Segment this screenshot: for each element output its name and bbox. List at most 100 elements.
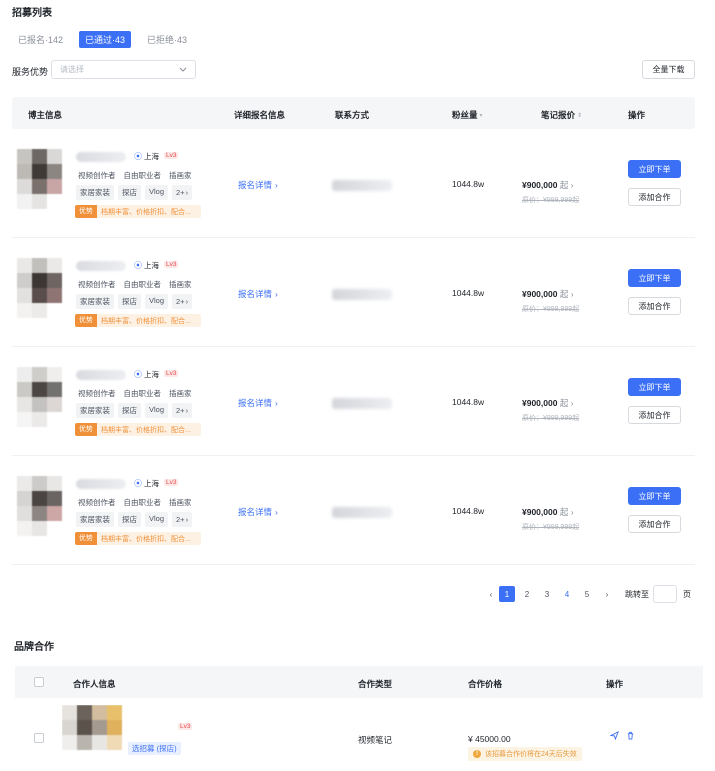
order-now-button[interactable]: 立即下单 [628, 487, 681, 505]
blogger-roles: 视频创作者 自由职业者 插画家 [78, 388, 192, 399]
brand-header-partner: 合作人信息 [73, 679, 116, 689]
brand-table-header [15, 666, 703, 698]
quote-price[interactable]: ¥900,000 起 › [522, 397, 574, 409]
sort-desc-icon: ▾ [479, 112, 483, 119]
quote-price-value: ¥900,000 [522, 289, 558, 299]
category-chip: Vlog [145, 403, 169, 418]
fans-count: 1044.8w [452, 397, 485, 407]
row-checkbox[interactable] [34, 733, 44, 743]
select-placeholder: 请选择 [60, 65, 84, 74]
row-divider [12, 237, 695, 238]
trash-icon[interactable] [626, 731, 635, 742]
blogger-avatar [17, 476, 62, 536]
chevron-right-icon: › [275, 289, 278, 299]
sort-icon: ⇕ [577, 112, 583, 119]
signup-detail-link[interactable]: 报名详情 › [238, 397, 278, 409]
more-chips-count: 2+ [176, 188, 185, 197]
contact-blurred [332, 289, 392, 300]
page-3[interactable]: 3 [544, 589, 550, 599]
blogger-avatar [17, 149, 62, 209]
order-now-button[interactable]: 立即下单 [628, 269, 681, 287]
quote-price-value: ¥900,000 [522, 180, 558, 190]
service-advantage-select[interactable]: 请选择 [51, 60, 196, 79]
chevron-right-icon: › [570, 507, 574, 517]
more-chips[interactable]: 2+ › [172, 294, 193, 309]
header-blogger: 博主信息 [28, 110, 63, 120]
row-divider [12, 564, 695, 565]
blogger-location: ⦿ 上海 [134, 369, 159, 380]
page-4[interactable]: 4 [564, 589, 570, 599]
category-chip: 探店 [118, 403, 141, 418]
jump-page-input[interactable] [653, 585, 677, 603]
add-cooperation-button[interactable]: 添加合作 [628, 297, 681, 315]
advantage-badge: 优势 [75, 532, 97, 545]
signup-detail-link[interactable]: 报名详情 › [238, 288, 278, 300]
advantage-text: 档期丰富、价格折扣、配合... [101, 426, 191, 434]
page-1[interactable]: 1 [499, 586, 515, 602]
prev-page-icon[interactable]: ‹ [489, 589, 493, 599]
download-all-button[interactable]: 全量下载 [642, 60, 695, 79]
partner-source-tag: 选招募 (探店) [128, 742, 181, 755]
chevron-right-icon: › [185, 515, 189, 524]
category-chip: 家居家装 [76, 185, 114, 200]
category-chips: 家居家装 探店 Vlog 2+ › [76, 185, 193, 200]
category-chips: 家居家装 探店 Vlog 2+ › [76, 294, 193, 309]
quote-price-value: ¥900,000 [522, 398, 558, 408]
send-icon[interactable] [609, 730, 619, 742]
signup-detail-link[interactable]: 报名详情 › [238, 179, 278, 191]
blogger-name-blurred [76, 152, 126, 162]
tab-approved[interactable]: 已通过·43 [79, 31, 132, 48]
header-action: 操作 [628, 110, 646, 120]
pagination: ‹ 1 2 3 4 5 › 跳转至 页 [483, 585, 691, 603]
partner-level-badge: Lv3 [178, 723, 193, 730]
add-cooperation-button[interactable]: 添加合作 [628, 515, 681, 533]
role-tag: 插画家 [169, 280, 192, 289]
add-cooperation-button[interactable]: 添加合作 [628, 406, 681, 424]
original-price: 原价：¥999,999起 [522, 415, 580, 422]
quote-price[interactable]: ¥900,000 起 › [522, 288, 574, 300]
level-badge: Lv3 [164, 152, 179, 159]
header-price-sortable[interactable]: 笔记报价 ⇕ [541, 109, 582, 121]
brand-header-type: 合作类型 [358, 679, 393, 689]
add-cooperation-button[interactable]: 添加合作 [628, 188, 681, 206]
signup-detail-link[interactable]: 报名详情 › [238, 506, 278, 518]
cooperation-price: ¥ 45000.00 [468, 734, 511, 744]
next-page-icon[interactable]: › [605, 589, 609, 599]
brand-section-title: 品牌合作 [14, 642, 54, 653]
more-chips-count: 2+ [176, 297, 185, 306]
quote-price-suffix: 起 [559, 507, 569, 517]
blogger-name-blurred [76, 261, 126, 271]
category-chip: 家居家装 [76, 403, 114, 418]
order-now-button[interactable]: 立即下单 [628, 160, 681, 178]
status-tabs: 已报名·142 已通过·43 已拒绝·43 [12, 31, 193, 48]
tab-signed-up[interactable]: 已报名·142 [18, 35, 64, 45]
location-text: 上海 [144, 370, 159, 379]
more-chips[interactable]: 2+ › [172, 512, 193, 527]
jump-label: 跳转至 [625, 589, 649, 599]
expiry-warning-text: 该招募合作价将在24天后失效 [485, 751, 577, 758]
tab-rejected[interactable]: 已拒绝·43 [147, 35, 188, 45]
original-price: 原价：¥999,999起 [522, 197, 580, 204]
category-chip: Vlog [145, 185, 169, 200]
page-2[interactable]: 2 [524, 589, 530, 599]
chevron-right-icon: › [185, 406, 189, 415]
quote-price[interactable]: ¥900,000 起 › [522, 179, 574, 191]
location-text: 上海 [144, 152, 159, 161]
more-chips[interactable]: 2+ › [172, 403, 193, 418]
blogger-roles: 视频创作者 自由职业者 插画家 [78, 497, 192, 508]
order-now-button[interactable]: 立即下单 [628, 378, 681, 396]
chevron-right-icon: › [185, 188, 189, 197]
header-fans-sortable[interactable]: 粉丝量 ▾ [452, 109, 483, 121]
signup-detail-label: 报名详情 [238, 507, 273, 517]
signup-detail-label: 报名详情 [238, 180, 273, 190]
role-tag: 插画家 [169, 389, 192, 398]
page-5[interactable]: 5 [584, 589, 590, 599]
chevron-right-icon: › [275, 507, 278, 517]
quote-price[interactable]: ¥900,000 起 › [522, 506, 574, 518]
role-tag: 插画家 [169, 171, 192, 180]
more-chips[interactable]: 2+ › [172, 185, 193, 200]
select-all-checkbox[interactable] [34, 677, 44, 687]
expiry-warning: ! 该招募合作价将在24天后失效 [468, 747, 582, 761]
blogger-name-blurred [76, 370, 126, 380]
original-price: 原价：¥999,999起 [522, 524, 580, 531]
